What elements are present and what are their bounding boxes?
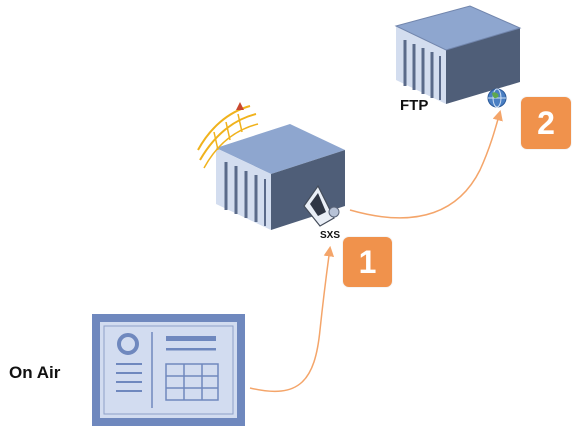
- form-tablet-icon: [92, 314, 245, 426]
- step-badge-2: 2: [521, 97, 571, 149]
- arrow-onair-to-sxs: [249, 245, 335, 393]
- globe-icon: [487, 88, 507, 108]
- ftp-server-icon: [394, 5, 522, 104]
- sxs-label: SXS: [320, 230, 341, 241]
- on-air-label: On Air: [9, 363, 61, 382]
- sql-server-logo-icon: [197, 102, 259, 169]
- sxs-card-icon: [303, 184, 340, 227]
- step-badge-1: 1: [343, 237, 392, 287]
- ftp-label: FTP: [400, 97, 429, 114]
- arrow-sxs-to-ftp: [349, 109, 503, 219]
